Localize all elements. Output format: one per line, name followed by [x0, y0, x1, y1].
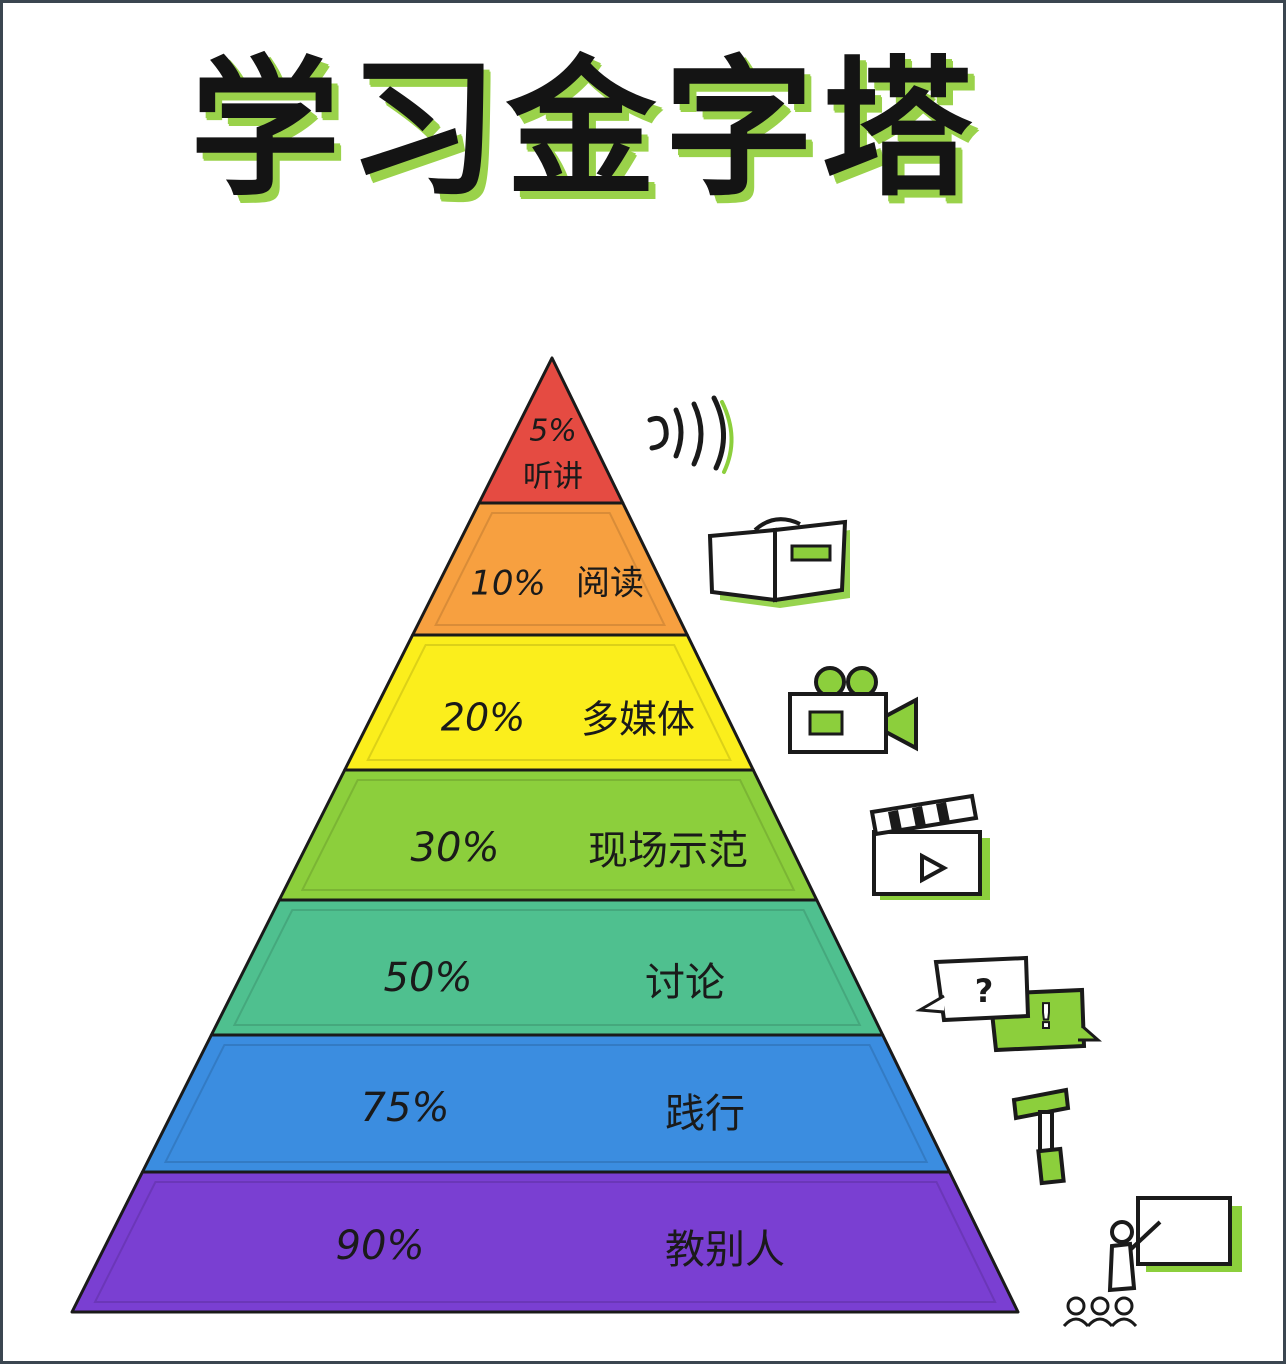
pyramid-band	[411, 501, 689, 637]
pyramid-level-7: 90% 教别人	[70, 1170, 1020, 1314]
level-label: 现场示范	[588, 828, 748, 874]
level-label: 教别人	[665, 1227, 785, 1273]
hammer-icon	[1011, 1087, 1071, 1186]
level-percent: 20%	[441, 696, 525, 740]
pyramid-band	[70, 1170, 1020, 1314]
page-title: 学习金字塔	[190, 43, 981, 217]
svg-text:!: !	[1038, 997, 1054, 1037]
sound-icon	[647, 395, 734, 474]
level-percent: 90%	[336, 1223, 425, 1269]
level-label: 多媒体	[581, 698, 695, 742]
clapperboard-icon	[869, 793, 990, 900]
svg-text:?: ?	[975, 972, 994, 1010]
band-texture	[366, 644, 732, 761]
band-texture	[232, 909, 862, 1026]
level-label: 阅读	[576, 564, 644, 604]
level-percent: 75%	[361, 1085, 450, 1131]
band-texture	[163, 1044, 929, 1163]
teacher-board-icon	[1062, 1196, 1242, 1328]
band-texture	[300, 779, 796, 891]
level-label: 讨论	[645, 960, 725, 1006]
video-camera-icon	[788, 666, 918, 754]
pyramid-band	[140, 1033, 952, 1174]
pyramid-band	[209, 898, 885, 1037]
pyramid-level-3: 20% 多媒体	[343, 633, 755, 772]
level-label: 听讲	[523, 460, 583, 495]
band-texture	[93, 1181, 997, 1303]
pyramid-level-1: 5% 听讲	[477, 356, 625, 505]
level-percent: 50%	[384, 955, 473, 1001]
level-label: 践行	[665, 1091, 745, 1137]
band-texture	[434, 512, 667, 626]
level-percent: 5%	[529, 414, 577, 449]
book-icon	[707, 517, 850, 608]
speech-bubbles-icon: ! ?	[915, 955, 1102, 1053]
pyramid-level-2: 10% 阅读	[411, 501, 689, 637]
pyramid-level-5: 50% 讨论	[209, 898, 885, 1037]
level-percent: 10%	[470, 564, 546, 604]
pyramid-level-6: 75% 践行	[140, 1033, 952, 1174]
pyramid-level-4: 30% 现场示范	[277, 768, 819, 902]
level-percent: 30%	[411, 825, 500, 871]
